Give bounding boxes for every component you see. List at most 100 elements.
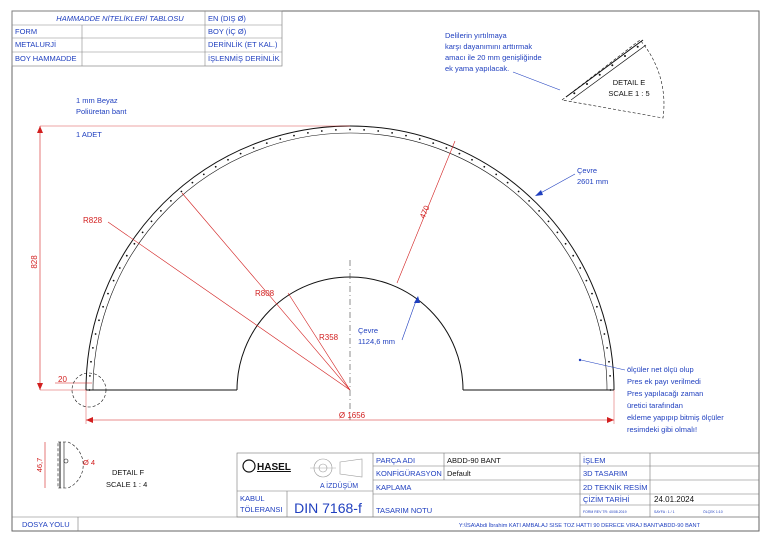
band-hole	[125, 254, 128, 257]
band-hole	[133, 242, 136, 245]
detail-e-hole	[611, 64, 614, 67]
date-value: 24.01.2024	[654, 495, 695, 504]
material-table-right-row: BOY (İÇ Ø)	[208, 27, 247, 36]
band-hole	[603, 333, 606, 335]
notes: 1 mm Beyaz Poliüretan bant 1 ADET Delile…	[76, 31, 724, 434]
band-hole	[609, 389, 612, 391]
band-hole	[609, 375, 611, 377]
process-label: İŞLEM	[583, 456, 606, 465]
projection-label: A İZDÜŞÜM	[320, 481, 358, 490]
band-hole	[391, 132, 393, 134]
detail-f-scale: SCALE 1 : 4	[106, 480, 147, 489]
height-dim-label: 828	[30, 255, 39, 269]
part-name-label: PARÇA ADI	[376, 456, 415, 465]
band-hole	[596, 305, 598, 308]
band-hole	[150, 220, 153, 223]
band-hole	[180, 190, 183, 193]
band-hole	[432, 142, 435, 145]
detail-e-title: DETAIL E	[613, 78, 646, 87]
band-hole	[293, 134, 295, 137]
band-hole	[483, 165, 486, 168]
band-hole	[252, 147, 255, 149]
band-hole	[170, 200, 172, 202]
material-note-line2: Poliüretan bant	[76, 107, 127, 116]
band-hole	[600, 319, 602, 322]
detail-e-hole	[624, 55, 626, 57]
height-arrow-bottom	[37, 383, 43, 390]
tolerance-label-line1: KABUL	[240, 494, 265, 503]
band-hole	[606, 347, 608, 349]
r358-leader	[287, 292, 351, 391]
detail-f-dia-label: Ø 4	[83, 458, 95, 467]
net-note-line4: üretici tarafından	[627, 401, 683, 410]
band-hole	[90, 360, 92, 363]
band-hole	[202, 173, 205, 176]
outer-circumference-line1: Çevre	[577, 166, 597, 175]
band-hole	[214, 165, 217, 168]
patch-note-line4: ek yama yapılacak.	[445, 64, 509, 73]
design-3d-label: 3D TASARIM	[583, 469, 627, 478]
net-note-line3: Pres yapılacağı zaman	[627, 389, 703, 398]
band-hole	[506, 181, 509, 184]
patch-note-line1: Delilerin yırtılmaya	[445, 31, 508, 40]
band-hole	[556, 231, 559, 234]
net-note-line1: ölçüler net ölçü olup	[627, 365, 694, 374]
detail-f-hole	[63, 458, 69, 464]
band-hole	[564, 242, 567, 245]
configuration-label: KONFİGÜRASYON	[376, 469, 442, 478]
band-hole	[418, 138, 421, 140]
detail-e-band-inner	[570, 44, 647, 101]
design-note-label: TASARIM NOTU	[376, 506, 432, 515]
diameter-arrow-right	[607, 417, 614, 423]
detail-f-boundary	[57, 441, 84, 489]
folder-path-label: DOSYA YOLU	[22, 520, 70, 529]
drawing-scale: ÖLÇEK 1:10	[703, 510, 723, 514]
left20-label: 20	[58, 375, 67, 384]
detail-f-view: 46,7 Ø 4 DETAIL F SCALE 1 : 4	[35, 441, 147, 489]
band-hole	[239, 152, 242, 155]
band-hole	[585, 279, 588, 282]
detail-e-hole	[636, 45, 639, 48]
hole-pattern	[88, 128, 612, 391]
band-hole	[107, 292, 109, 295]
detail-f-callout-circle	[71, 372, 107, 408]
band-hole	[349, 128, 351, 131]
band-hole	[591, 292, 593, 295]
material-table-right-row: İŞLENMİŞ DERİNLİK	[208, 54, 280, 63]
width470-leader	[396, 140, 456, 284]
projection-cone-icon	[339, 458, 363, 478]
height-arrow-top	[37, 126, 43, 133]
dimension-labels: 828 R828 R808 R358 470 20 Ø 1656	[30, 204, 432, 420]
band-hole	[363, 129, 365, 131]
net-note-leader-dot	[578, 358, 582, 362]
inner-circumference-line1: Çevre	[358, 326, 378, 335]
r808-label: R808	[255, 289, 275, 298]
band-hole	[141, 231, 144, 234]
band-hole	[528, 200, 530, 202]
material-note-line1: 1 mm Beyaz	[76, 96, 118, 105]
outer-arc	[85, 125, 615, 391]
band-hole	[265, 142, 268, 145]
band-hole	[445, 147, 448, 149]
folder-path-value: Y:\İSA\Abdi İbrahim KATI AMBALAJ SISE TO…	[459, 522, 701, 529]
material-table-right-row: DERİNLİK (ET KAL.)	[208, 40, 278, 49]
band-hole	[92, 347, 94, 349]
net-note-leader	[580, 359, 626, 371]
detail-e-boundary	[561, 39, 665, 119]
sheet-border	[11, 10, 760, 532]
quantity-note: 1 ADET	[76, 130, 102, 139]
diameter-label: Ø 1656	[339, 411, 366, 420]
band-hole	[572, 254, 575, 257]
band-hole	[320, 130, 323, 132]
detail-e-leader	[512, 71, 561, 91]
r358-label: R358	[319, 333, 339, 342]
net-note-line6: resimdeki gibi olmalı!	[627, 425, 697, 434]
detail-e-holes	[573, 45, 639, 95]
inner-circumference-line2: 1124,6 mm	[358, 337, 395, 346]
band-hole	[112, 279, 115, 282]
detail-e-view: DETAIL E SCALE 1 : 5	[512, 39, 665, 119]
band-hole	[98, 319, 100, 322]
part-geometry	[85, 125, 615, 420]
detail-e-hole	[598, 73, 601, 76]
